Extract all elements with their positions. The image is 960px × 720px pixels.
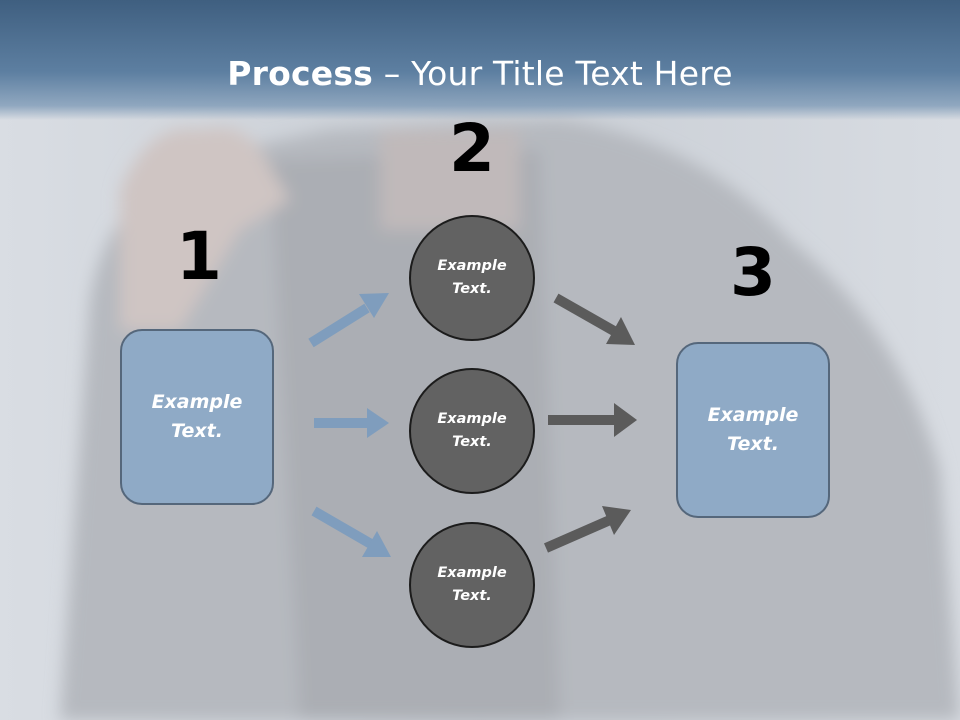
- step-number-3: 3: [730, 234, 776, 311]
- slide-title: Process – Your Title Text Here: [0, 52, 960, 96]
- circle-middle: Example Text.: [409, 368, 535, 494]
- arrow-left-to-top: [308, 293, 389, 348]
- arrow-top-to-right: [553, 293, 635, 345]
- arrow-left-to-middle: [314, 408, 389, 438]
- arrow-bottom-to-right: [543, 506, 631, 553]
- title-bar: [0, 0, 960, 120]
- arrow-middle-to-right: [548, 403, 637, 437]
- circle-top-text: Example Text.: [437, 258, 507, 297]
- title-bold: Process: [227, 54, 374, 93]
- circle-middle-text: Example Text.: [437, 411, 507, 450]
- step-number-1: 1: [176, 218, 222, 295]
- arrow-left-to-bottom: [311, 506, 391, 557]
- right-box-text: Example Text.: [707, 404, 799, 455]
- left-box-text: Example Text.: [151, 391, 243, 442]
- circle-bottom-text: Example Text.: [437, 565, 507, 604]
- title-rest: – Your Title Text Here: [373, 54, 733, 93]
- circle-top: Example Text.: [409, 215, 535, 341]
- right-process-box: Example Text.: [676, 342, 830, 518]
- step-number-2: 2: [449, 110, 495, 187]
- circle-bottom: Example Text.: [409, 522, 535, 648]
- left-process-box: Example Text.: [120, 329, 274, 505]
